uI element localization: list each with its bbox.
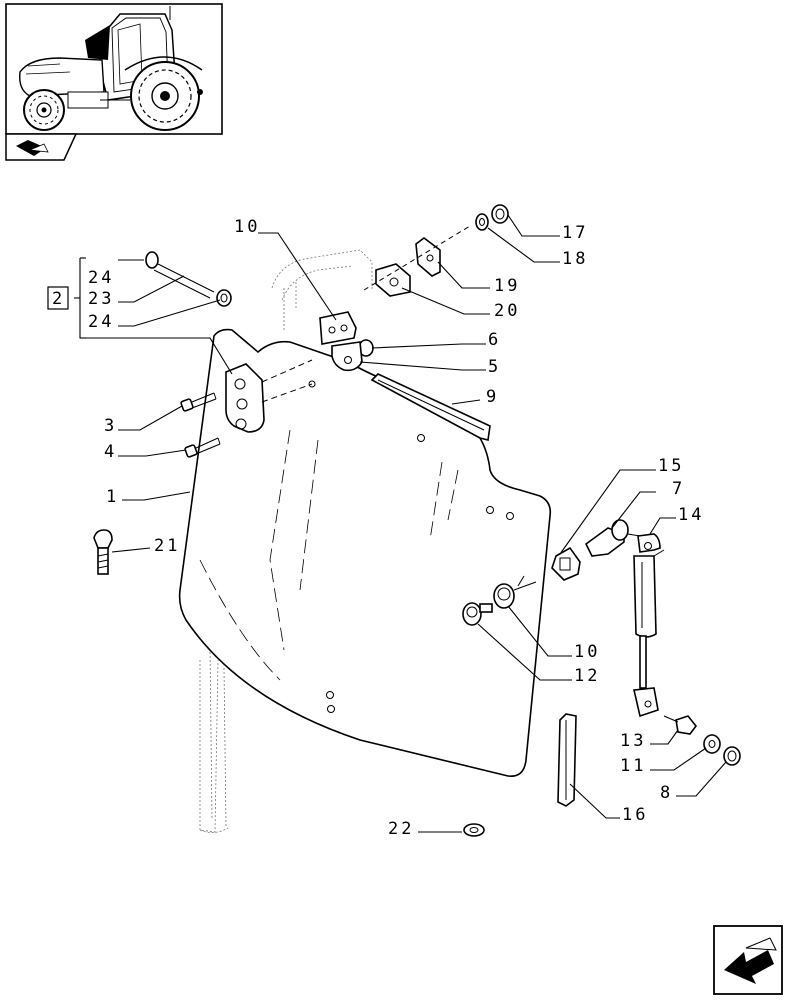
washer-11 (703, 734, 721, 754)
hinge-bolt-4 (184, 437, 221, 458)
washer-22 (463, 823, 485, 837)
hinge-pin-23 (153, 263, 215, 299)
snap-ring-24-bottom (216, 289, 232, 307)
callout-3: 3 (104, 416, 117, 436)
hinge-bolt-3 (180, 392, 217, 412)
callout-21: 21 (154, 536, 180, 556)
glass-hinge-bracket (225, 359, 316, 433)
seal-strip-9 (370, 373, 491, 441)
callout-10-top: 10 (234, 217, 260, 237)
cab-frame-outline (199, 249, 373, 833)
leader-lines (74, 214, 727, 833)
ball-stud-13 (663, 715, 698, 735)
callout-18: 18 (562, 249, 588, 269)
catalog-nav-tab-icon[interactable] (5, 133, 78, 161)
latch-bush-10 (493, 575, 537, 609)
callout-22: 22 (388, 819, 414, 839)
callout-23: 23 (88, 289, 114, 309)
rear-window-glass (178, 328, 552, 777)
bracket-20 (375, 263, 411, 297)
seal-16 (557, 713, 577, 807)
callout-8: 8 (660, 783, 673, 803)
hinge-bracket-5 (331, 341, 363, 372)
callout-labels: 10 17 18 19 20 6 5 9 24 23 24 3 4 1 21 1… (88, 217, 704, 839)
callout-20: 20 (494, 301, 520, 321)
callout-24-top: 24 (88, 268, 114, 288)
callout-5: 5 (488, 357, 501, 377)
callout-13: 13 (620, 731, 646, 751)
next-page-arrow-icon[interactable] (713, 925, 783, 995)
snap-ring-24-top (145, 251, 159, 269)
tractor-cab-thumbnail[interactable] (5, 3, 223, 135)
callout-7: 7 (672, 479, 685, 499)
latch-knob-12 (462, 602, 493, 626)
nut-17 (491, 204, 509, 224)
callout-6: 6 (488, 330, 501, 350)
callout-16: 16 (622, 805, 648, 825)
kit-box-label: 2 (52, 289, 65, 309)
screw-21 (93, 529, 113, 575)
callout-17: 17 (562, 223, 588, 243)
callout-15: 15 (658, 456, 684, 476)
callout-11: 11 (620, 756, 646, 776)
hinge-plate-10 (319, 311, 357, 345)
nut-8 (723, 746, 741, 766)
assembly-axis (363, 225, 471, 291)
kit-reference-box: 2 (47, 286, 69, 310)
ball-stud-7 (584, 519, 641, 557)
grommet-15 (551, 546, 581, 581)
callout-9: 9 (486, 387, 499, 407)
callout-1: 1 (106, 487, 119, 507)
callout-10-bottom: 10 (574, 642, 600, 662)
callout-12: 12 (574, 666, 600, 686)
gas-strut-14 (633, 533, 665, 718)
callout-24-bottom: 24 (88, 312, 114, 332)
callout-14: 14 (678, 505, 704, 525)
callout-4: 4 (104, 442, 117, 462)
callout-19: 19 (494, 276, 520, 296)
washer-18 (475, 213, 489, 231)
